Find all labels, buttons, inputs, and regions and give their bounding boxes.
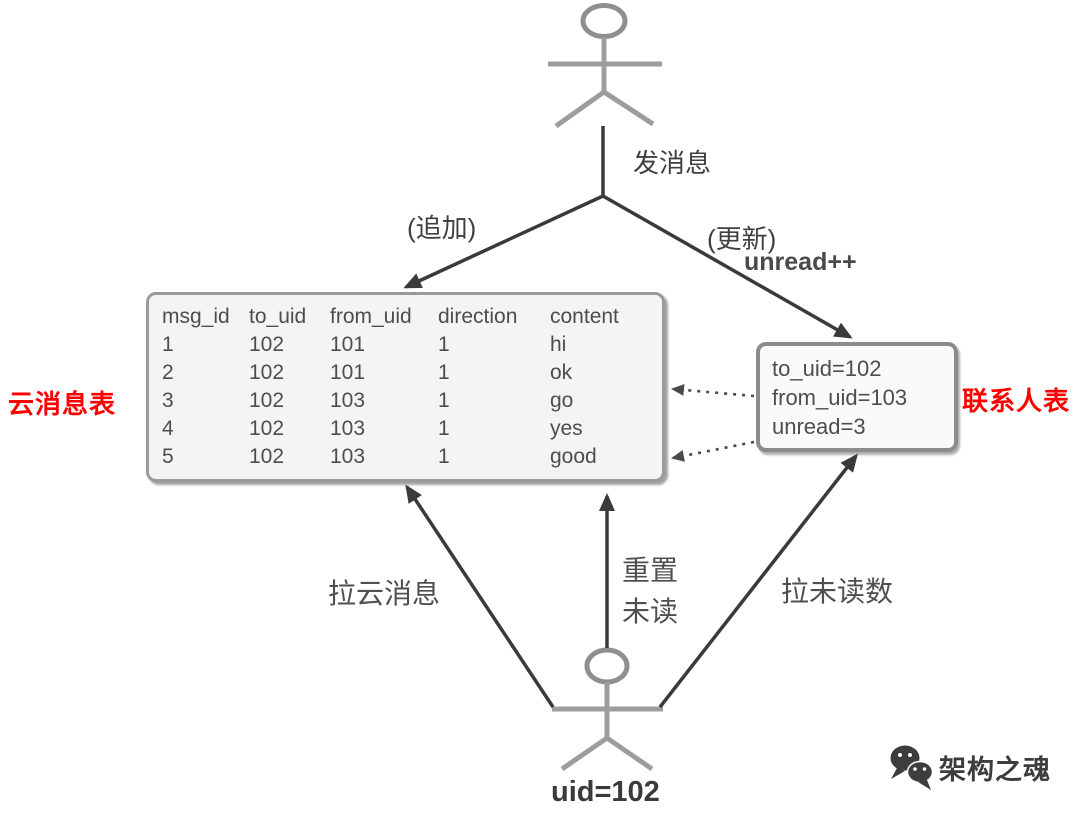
contact-table-label: 联系人表: [962, 386, 1071, 416]
table-cell: 102: [249, 445, 285, 468]
table-cell: 1: [438, 445, 450, 468]
message-table: msg_id to_uid from_uid direction content…: [146, 292, 665, 482]
table-cell: 103: [330, 417, 366, 440]
receiver-actor-icon: [552, 647, 663, 772]
contact-to-table-link-top: [671, 383, 755, 398]
append-arrow: [403, 194, 604, 289]
column-header: content: [550, 305, 619, 328]
table-cell: 1: [438, 361, 450, 384]
pull-messages-arrow: [405, 484, 555, 708]
table-cell: 102: [249, 417, 285, 440]
table-cell: 102: [249, 333, 285, 356]
column-header: msg_id: [162, 305, 230, 328]
table-cell: ok: [550, 361, 573, 384]
table-cell: yes: [550, 417, 583, 440]
table-cell: 103: [330, 389, 366, 412]
receiver-uid-label: uid=102: [551, 776, 660, 808]
contact-line: to_uid=102: [772, 356, 882, 381]
table-cell: 4: [162, 417, 174, 440]
watermark-text: 架构之魂: [939, 755, 1051, 785]
column-header: direction: [438, 305, 518, 328]
update-label: (更新): [707, 224, 777, 254]
unread-increment-label: unread++: [744, 248, 857, 276]
table-cell: 101: [330, 361, 366, 384]
column-header: from_uid: [330, 305, 412, 328]
table-cell: 101: [330, 333, 366, 356]
reset-unread-line2: 未读: [621, 596, 678, 627]
table-cell: 102: [249, 361, 285, 384]
pull-messages-label: 拉云消息: [328, 578, 441, 609]
table-cell: 2: [162, 361, 174, 384]
contact-box: to_uid=102 from_uid=103 unread=3: [756, 342, 958, 452]
sender-actor-icon: [548, 3, 662, 129]
table-cell: good: [550, 445, 597, 468]
contact-line: unread=3: [772, 414, 866, 439]
pull-unread-label: 拉未读数: [781, 576, 894, 607]
reset-unread-label: 重置 未读: [613, 550, 687, 632]
table-cell: 102: [249, 389, 285, 412]
send-message-label: 发消息: [633, 148, 712, 178]
append-label: (追加): [407, 213, 477, 243]
table-cell: go: [550, 389, 574, 412]
reset-unread-line1: 重置: [621, 555, 678, 586]
table-cell: 1: [438, 417, 450, 440]
update-arrow: [602, 194, 853, 339]
table-cell: 5: [162, 445, 174, 468]
pull-unread-arrow: [658, 453, 858, 709]
table-cell: 1: [438, 389, 450, 412]
contact-to-table-link-bottom: [671, 440, 755, 462]
table-cell: 3: [162, 389, 174, 412]
table-cell: 103: [330, 445, 366, 468]
table-cell: 1: [438, 333, 450, 356]
wechat-icon: [890, 745, 934, 790]
table-cell: 1: [162, 333, 174, 356]
contact-line: from_uid=103: [772, 385, 908, 410]
column-header: to_uid: [249, 305, 307, 328]
table-cell: hi: [550, 333, 567, 356]
cloud-message-table-label: 云消息表: [8, 389, 117, 419]
